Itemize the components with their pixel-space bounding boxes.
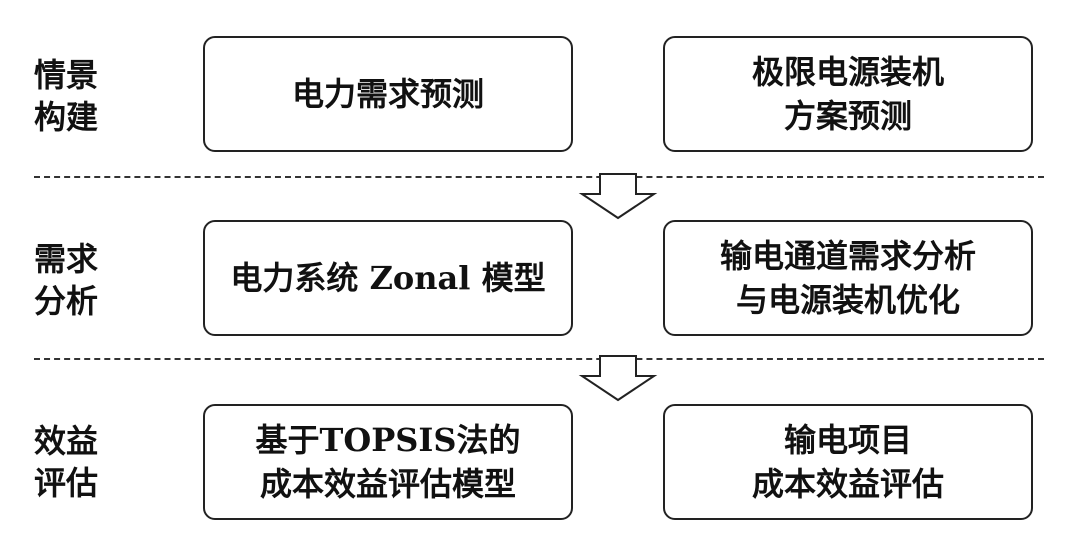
dashed-divider-1 — [34, 176, 1044, 178]
box-label: 输电项目 成本效益评估 — [751, 421, 944, 503]
down-arrow-icon — [578, 173, 658, 220]
stage-label-scenario: 情景 构建 — [34, 56, 99, 136]
box-label: 电力系统 Zonal 模型 — [230, 259, 546, 297]
box-label: 极限电源装机 方案预测 — [751, 53, 944, 135]
stage-label-demand-analysis: 需求 分析 — [34, 240, 99, 320]
down-arrow-icon — [578, 355, 658, 402]
box-topsis-evaluation-model: 基于TOPSIS法的 成本效益评估模型 — [203, 404, 573, 520]
box-zonal-model: 电力系统 Zonal 模型 — [203, 220, 573, 336]
box-power-demand-forecast: 电力需求预测 — [203, 36, 573, 152]
box-transmission-demand-analysis: 输电通道需求分析 与电源装机优化 — [663, 220, 1033, 336]
box-label: 电力需求预测 — [291, 75, 484, 113]
box-project-cost-benefit: 输电项目 成本效益评估 — [663, 404, 1033, 520]
box-label: 输电通道需求分析 与电源装机优化 — [719, 237, 976, 319]
stage-label-benefit-evaluation: 效益 评估 — [34, 422, 99, 502]
box-label: 基于TOPSIS法的 成本效益评估模型 — [255, 421, 521, 503]
dashed-divider-2 — [34, 358, 1044, 360]
box-extreme-capacity-scenario: 极限电源装机 方案预测 — [663, 36, 1033, 152]
